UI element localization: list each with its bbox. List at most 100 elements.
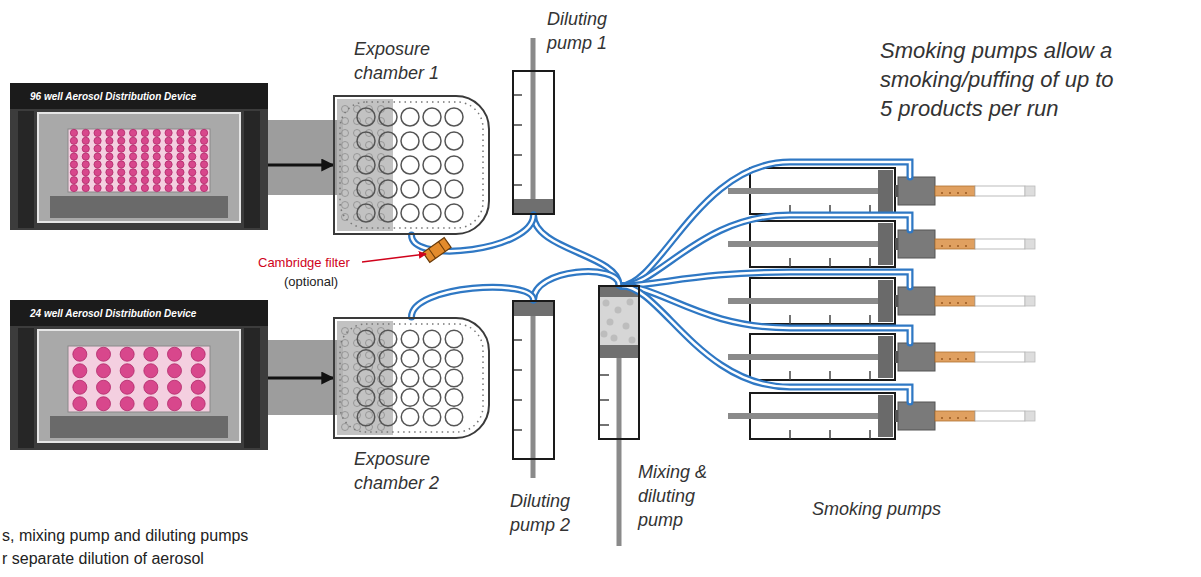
- culture-well: [82, 177, 89, 184]
- culture-well: [177, 184, 184, 191]
- chamber-well: [401, 389, 419, 407]
- culture-well: [189, 161, 196, 168]
- graduation-tick: [513, 124, 522, 126]
- cigarette-paper: [975, 352, 1025, 362]
- cigarette-holder: [898, 343, 935, 371]
- photo-top-band: [10, 300, 268, 326]
- insert-well: [366, 376, 373, 383]
- culture-well: [129, 129, 136, 136]
- graduation-tick: [513, 94, 522, 96]
- culture-well: [120, 380, 134, 394]
- caption-fragment: s, mixing pump and diluting pumps r sepa…: [2, 524, 253, 570]
- arrow-connector: [268, 165, 333, 166]
- aerosol-blot: [623, 323, 630, 330]
- aerosol-blot: [629, 337, 636, 344]
- insert-well: [342, 328, 349, 335]
- graduation-tick: [513, 369, 522, 371]
- culture-well: [106, 129, 113, 136]
- culture-well: [118, 129, 125, 136]
- cigarette-paper: [975, 186, 1025, 196]
- chamber-well: [445, 408, 463, 426]
- filter-band: [438, 242, 445, 252]
- culture-well: [165, 161, 172, 168]
- culture-well: [70, 137, 77, 144]
- culture-well: [189, 153, 196, 160]
- insert-well: [342, 142, 349, 149]
- culture-well: [141, 169, 148, 176]
- filter-body: [423, 238, 451, 263]
- culture-well: [73, 397, 87, 411]
- insert-well: [342, 340, 349, 347]
- photo-top-band: [10, 83, 268, 109]
- culture-well: [153, 184, 160, 191]
- culture-well: [118, 137, 125, 144]
- graduation-tick: [869, 430, 871, 439]
- graduation-tick: [869, 258, 871, 267]
- graduation-tick: [829, 315, 831, 324]
- filter-speckle: [965, 192, 967, 194]
- culture-well: [73, 380, 87, 394]
- chamber-well: [357, 132, 375, 150]
- chamber-well: [401, 330, 419, 348]
- chamber-well: [445, 204, 463, 222]
- graduation-tick: [829, 430, 831, 439]
- filter-speckle: [949, 358, 951, 360]
- culture-well: [189, 177, 196, 184]
- filter-speckle: [941, 192, 943, 194]
- aerosol-blot: [611, 335, 618, 342]
- culture-well: [129, 177, 136, 184]
- culture-well: [94, 153, 101, 160]
- insert-well: [342, 190, 349, 197]
- insert-well: [342, 388, 349, 395]
- culture-well: [82, 169, 89, 176]
- culture-well: [94, 137, 101, 144]
- chamber-well: [401, 108, 419, 126]
- filter-speckle: [949, 192, 951, 194]
- culture-well: [118, 184, 125, 191]
- filter-speckle: [965, 245, 967, 247]
- diluting-pump: Diluting pump 2: [512, 300, 555, 460]
- culture-well: [97, 364, 111, 378]
- culture-well: [153, 153, 160, 160]
- plunger-rod: [728, 188, 880, 194]
- tube: [412, 287, 534, 317]
- culture-well: [94, 184, 101, 191]
- chamber-well: [357, 180, 375, 198]
- chamber-well: [445, 389, 463, 407]
- chamber-well: [423, 108, 441, 126]
- culture-well: [153, 129, 160, 136]
- note-text: Smoking pumps allow a smoking/puffing of…: [880, 36, 1125, 123]
- chamber-dotted-outline: [340, 102, 483, 228]
- glass-housing: [38, 113, 240, 222]
- callout-label: Cambridge filter: [258, 255, 350, 271]
- culture-well: [129, 145, 136, 152]
- culture-well: [106, 161, 113, 168]
- culture-well: [129, 137, 136, 144]
- chamber-well: [357, 408, 375, 426]
- piston: [878, 170, 893, 212]
- cigarette-tip: [1025, 186, 1035, 196]
- chamber-well: [445, 180, 463, 198]
- filter-speckle: [957, 192, 959, 194]
- chamber-well: [379, 108, 397, 126]
- culture-well: [120, 397, 134, 411]
- insert-well: [342, 364, 349, 371]
- cigarette-paper: [975, 239, 1025, 249]
- culture-well: [189, 184, 196, 191]
- plunger-rod: [728, 413, 880, 419]
- culture-well: [70, 129, 77, 136]
- culture-well: [177, 129, 184, 136]
- smoking-tube-core: [621, 286, 910, 402]
- smoking-tube-core: [621, 162, 910, 286]
- culture-well: [70, 153, 77, 160]
- culture-well: [97, 380, 111, 394]
- insert-block: [337, 99, 393, 231]
- culture-well: [141, 129, 148, 136]
- smoking-tube-core: [621, 215, 910, 286]
- culture-well: [168, 347, 182, 361]
- graduation-tick: [513, 399, 522, 401]
- chamber-well: [379, 132, 397, 150]
- chamber-well: [423, 369, 441, 387]
- culture-well: [129, 161, 136, 168]
